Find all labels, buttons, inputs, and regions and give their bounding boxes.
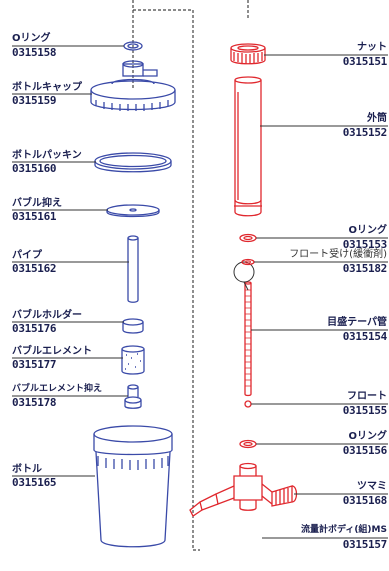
- part-code-0315182: 0315182: [342, 262, 388, 275]
- o-ring-0315156-shape: [239, 439, 257, 449]
- part-code-0315176: 0315176: [12, 322, 57, 335]
- part-code-0315161: 0315161: [12, 210, 57, 223]
- knob-shape: [271, 485, 298, 507]
- left-leader-lines: [12, 45, 129, 477]
- float-shape: [244, 400, 252, 408]
- part-code-0315156: 0315156: [342, 444, 388, 457]
- part-code-0315178: 0315178: [12, 396, 57, 409]
- bottle-cap-shape: [90, 60, 176, 111]
- part-name-bottle: ボトル: [12, 464, 42, 475]
- part-code-0315151: 0315151: [342, 55, 388, 68]
- part-name-bottle-packing: ボトルパッキン: [12, 150, 82, 161]
- part-code-0315157: 0315157: [342, 538, 388, 551]
- bubble-holder-shape: [122, 318, 144, 334]
- pipe-shape: [127, 235, 139, 303]
- part-code-0315158: 0315158: [12, 46, 57, 59]
- part-name-outer-tube: 外筒: [367, 113, 387, 124]
- bubble-retainer-shape: [124, 384, 142, 409]
- right-leader-lines: [251, 54, 388, 539]
- part-code-0315177: 0315177: [12, 358, 57, 371]
- bottle-shape: [93, 425, 173, 548]
- part-code-0315159: 0315159: [12, 94, 57, 107]
- part-name-nut: ナット: [357, 42, 387, 53]
- part-code-0315152: 0315152: [342, 126, 388, 139]
- flowmeter-body-shape: [189, 462, 273, 517]
- bubble-plate-shape: [106, 204, 160, 218]
- part-name-o-ring-0315153: Oリング: [348, 225, 387, 236]
- bottle-packing-shape: [94, 152, 172, 173]
- part-name-bottle-cap: ボトルキャップ: [12, 82, 82, 93]
- part-name-bubble-element: バブルエレメント: [12, 346, 92, 357]
- part-code-0315154: 0315154: [342, 330, 388, 343]
- outer-tube-shape: [234, 76, 262, 217]
- part-name-bubble-plate: バブル抑え: [12, 198, 62, 209]
- part-name-pipe: パイプ: [12, 250, 42, 261]
- part-code-0315160: 0315160: [12, 162, 57, 175]
- part-name-bubble-retainer: バブルエレメント抑え: [12, 384, 103, 394]
- part-name-o-ring-0315158: Oリング: [12, 33, 51, 44]
- tube-path: [132, 0, 249, 551]
- part-code-0315165: 0315165: [12, 476, 57, 489]
- part-code-0315153: 0315153: [342, 238, 388, 251]
- part-name-flowmeter-body: 流量計ボディ(組)MS: [300, 525, 387, 535]
- part-name-bubble-holder: バブルホルダー: [12, 310, 82, 321]
- part-name-taper-tube: 目盛テーパ管: [327, 317, 387, 328]
- part-name-knob: ツマミ: [357, 481, 387, 492]
- part-name-o-ring-0315156: Oリング: [348, 431, 387, 442]
- taper-tube-shape: [244, 281, 252, 397]
- part-code-0315168: 0315168: [342, 494, 388, 507]
- part-name-float-receiver: フロート受け(緩衝剤): [289, 249, 387, 260]
- part-code-0315162: 0315162: [12, 262, 57, 275]
- bubble-element-shape: [121, 345, 145, 375]
- o-ring-0315153-shape: [239, 233, 257, 243]
- part-name-float: フロート: [347, 391, 387, 402]
- part-code-0315155: 0315155: [342, 404, 388, 417]
- nut-shape: [230, 43, 266, 65]
